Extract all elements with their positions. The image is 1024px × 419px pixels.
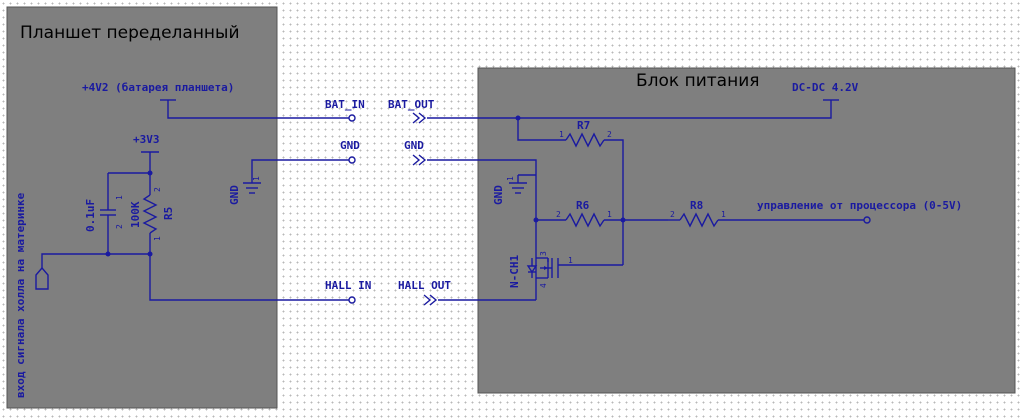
wire-r7-left [517,118,566,141]
mosfet-pin3: 3 [539,251,548,256]
gnd-power-label: GND [492,185,505,205]
bat-out-label: BAT_OUT [388,98,435,111]
connector-bat-in[interactable] [348,114,356,122]
wire-hall-tablet [149,254,349,301]
gnd-tablet-label: GND [228,185,241,205]
mosfet-name: N-CH1 [508,255,521,288]
resistor-r5[interactable] [142,173,158,254]
connector-gnd-in[interactable] [348,156,356,164]
r6-pin1: 1 [607,210,612,219]
junction-r6-r7-r8 [620,217,626,223]
connector-control[interactable] [863,216,871,224]
wire-gnd-tablet [251,159,349,183]
connector-hall-out[interactable] [423,294,438,306]
gnd-power-pin: 1 [506,176,515,181]
dcdc-label: DC-DC 4.2V [792,81,859,94]
c1-value: 0.1uF [84,199,97,232]
v4v2-label: +4V2 (батарея планшета) [82,81,234,94]
r7-name: R7 [577,119,590,132]
r7-pin1: 1 [559,130,564,139]
mosfet-pin4: 4 [539,283,548,288]
r5-value: 100K [129,201,142,228]
tablet-block [6,6,278,409]
c1-pin1: 1 [115,195,124,200]
r7-pin2: 2 [607,130,612,139]
wire-bat [167,100,349,119]
r5-pin1: 1 [153,236,162,241]
c1-pin2: 2 [115,224,124,229]
gnd-symbol-tablet [243,182,261,194]
connector-bat-out[interactable] [412,112,427,124]
v3v3-label: +3V3 [133,133,160,146]
control-label: управление от процессора (0-5V) [757,199,962,212]
r6-pin2: 2 [556,210,561,219]
resistor-r7[interactable] [565,132,605,148]
power-block-title: Блок питания [636,71,759,91]
bat-in-label: BAT_IN [325,98,365,111]
r5-name: R5 [162,207,175,220]
resistor-r6[interactable] [565,212,605,228]
wire-hall-node [41,253,150,268]
hall-in-label: HALL IN [325,279,371,292]
wire-gnd-power [427,159,537,258]
r8-pin1: 1 [721,210,726,219]
r8-pin2: 2 [670,210,675,219]
r6-name: R6 [576,199,590,212]
gnd-out-label: GND [404,139,424,152]
capacitor-c1[interactable] [100,173,116,254]
gnd-symbol-power [509,182,527,194]
r8-name: R8 [690,199,703,212]
mosfet-n-ch1[interactable] [526,257,623,300]
tablet-block-title: Планшет переделанный [20,23,240,43]
resistor-r8[interactable] [679,212,719,228]
junction-hall-c [105,251,111,257]
hall-input-label: вход сигнала холла на материнке [14,192,27,398]
hall-out-label: HALL OUT [398,279,451,292]
connector-gnd-out[interactable] [412,154,427,166]
r5-pin2: 2 [153,187,162,192]
wire-bat-out [427,100,832,119]
mosfet-pin1: 1 [568,256,573,265]
connector-hall-in[interactable] [348,296,356,304]
power-block [477,67,1016,394]
gnd-tablet-pin: 1 [252,176,261,181]
gnd-in-label: GND [340,139,360,152]
wire-r7-right [604,139,624,265]
hall-input-port-symbol [35,266,49,290]
